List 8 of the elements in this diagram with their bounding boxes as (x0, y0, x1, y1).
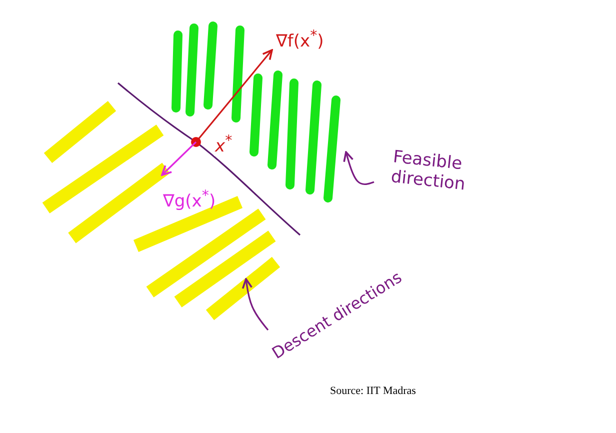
handwritten-label: ∇f(x$^{*}$) (276, 28, 325, 52)
source-note: Source: IIT Madras (330, 385, 416, 398)
arrow (195, 49, 273, 142)
arrow (343, 151, 374, 186)
arrow (242, 278, 269, 330)
handwritten-label: ∇g(x$^{*}$) (163, 188, 217, 212)
handwritten-label: Feasible direction (390, 148, 468, 196)
arrow (161, 141, 197, 176)
